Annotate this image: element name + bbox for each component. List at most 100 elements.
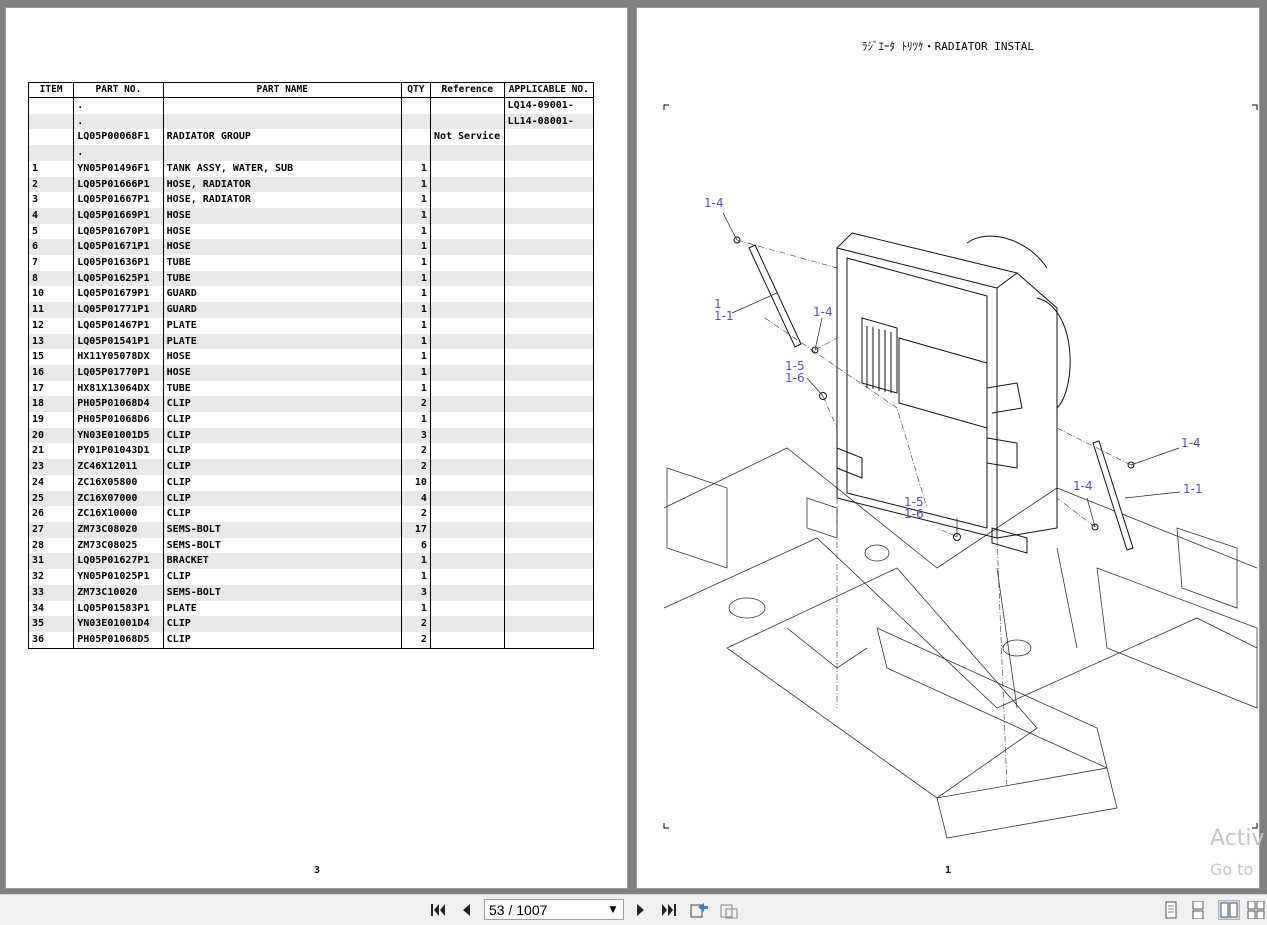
cell-item: 25 [27,490,75,507]
cell-reference [429,364,505,381]
cell-qty: 2 [400,506,431,522]
cell-applicable-no [503,380,595,397]
cell-part-name: CLIP [162,412,402,428]
cell-item: 20 [27,427,75,444]
parts-list-page: ITEM PART NO. PART NAME QTY Reference AP… [5,7,628,889]
cell-applicable-no [503,302,595,318]
cell-qty [400,113,431,130]
cell-part-name: CLIP [162,631,402,649]
cell-part-no: LQ05P01671P1 [73,239,164,256]
cell-reference [429,616,505,632]
callout-label: 1-4 [813,305,833,319]
machine-frame-drawing [663,447,1258,839]
cell-applicable-no [503,364,595,381]
last-page-button[interactable] [659,901,679,919]
single-page-view-button[interactable] [1160,900,1182,920]
cell-part-no: . [73,97,164,114]
cell-item: 8 [27,270,75,287]
cell-reference [429,443,505,460]
cell-part-name: TUBE [162,270,402,287]
cell-reference [429,349,505,365]
cell-part-no: LQ05P01467P1 [73,317,164,334]
cell-part-name: PLATE [162,317,402,334]
cell-item: 3 [27,192,75,208]
next-page-button[interactable] [631,901,651,919]
cell-applicable-no [503,474,595,491]
continuous-view-button[interactable] [1187,900,1209,920]
go-back-button[interactable] [689,901,709,919]
right-page-number: 1 [945,865,952,876]
cell-part-name: CLIP [162,490,402,507]
stay-brackets [733,236,1135,551]
cell-part-no: ZM73C08025 [73,537,164,554]
col-header-part-name: PART NAME [162,82,402,98]
cell-item: 34 [27,600,75,617]
table-row: . [27,145,595,161]
cell-part-no: LQ05P01770P1 [73,364,164,381]
callout-label: 1-6 [904,507,924,521]
cell-part-name: HOSE, RADIATOR [162,192,402,208]
cell-applicable-no [503,584,595,601]
col-header-part-no: PART NO. [73,82,164,98]
cell-part-no: HX81X13064DX [73,380,164,397]
cell-part-no: LQ05P01541P1 [73,333,164,350]
cell-applicable-no [503,129,595,146]
two-page-view-button[interactable] [1218,900,1240,920]
cell-qty: 1 [400,239,431,256]
cell-part-no: HX11Y05078DX [73,349,164,365]
cell-reference [429,160,505,177]
cell-reference [429,380,505,397]
cell-reference [429,631,505,649]
go-forward-button[interactable] [719,901,739,919]
cell-reference [429,97,505,114]
cell-qty: 1 [400,223,431,240]
last-page-icon [662,904,676,916]
go-back-icon [690,903,708,918]
cell-part-name: TUBE [162,255,402,271]
cell-qty: 1 [400,286,431,303]
cell-part-name: HOSE [162,364,402,381]
cell-part-no: ZC16X10000 [73,506,164,522]
cell-part-name: TANK ASSY, WATER, SUB [162,160,402,177]
page-number-input[interactable] [485,900,611,920]
prev-page-button[interactable] [456,901,476,919]
cell-qty: 1 [400,569,431,585]
cell-applicable-no [503,333,595,350]
cell-qty: 1 [400,380,431,397]
cell-part-no: LQ05P01670P1 [73,223,164,240]
cell-item: 16 [27,364,75,381]
page-number-field[interactable]: ▼ [484,899,624,920]
cell-reference [429,239,505,256]
cell-reference [429,427,505,444]
cell-part-name: GUARD [162,302,402,318]
go-forward-icon [720,904,738,919]
page-dropdown-button[interactable]: ▼ [605,901,621,918]
cell-part-no: ZM73C10020 [73,584,164,601]
two-page-continuous-view-button[interactable] [1245,900,1267,920]
drawing-title: ﾗｼﾞｴｰﾀ ﾄﾘﾂｹ・RADIATOR INSTAL [862,40,1034,53]
cell-part-no: YN03E01001D4 [73,616,164,632]
cell-part-name: BRACKET [162,553,402,570]
first-page-button[interactable] [428,901,448,919]
cell-applicable-no [503,176,595,193]
cell-part-name: TUBE [162,380,402,397]
cell-item: 1 [27,160,75,177]
cell-reference [429,600,505,617]
cell-qty: 1 [400,270,431,287]
cell-qty: 1 [400,317,431,334]
cell-qty: 1 [400,192,431,208]
first-page-icon [431,904,445,916]
cell-part-name: CLIP [162,474,402,491]
cell-part-name: SEMS-BOLT [162,537,402,554]
